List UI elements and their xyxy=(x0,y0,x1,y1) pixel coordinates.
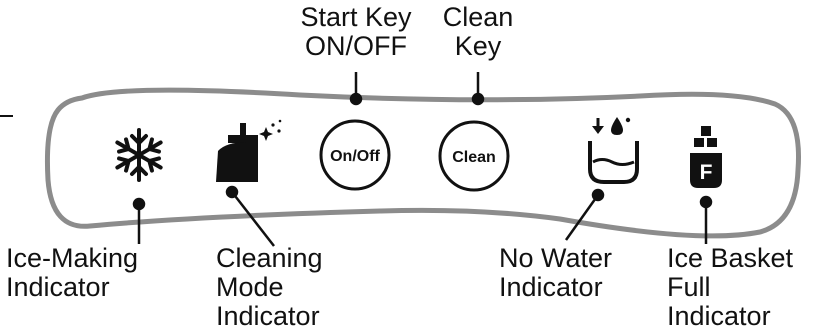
control-panel-outline xyxy=(44,87,802,239)
onoff-button-label: On/Off xyxy=(330,148,380,165)
onoff-button[interactable]: On/Off xyxy=(319,119,391,191)
cleaning-mode-indicator-label: Cleaning Mode Indicator xyxy=(216,243,323,331)
clean-key-label: Clean Key xyxy=(442,2,514,61)
snowflake-icon xyxy=(115,128,163,182)
no-water-indicator-label: No Water Indicator xyxy=(499,243,613,302)
clean-button[interactable]: Clean xyxy=(438,120,510,192)
ice-making-indicator-label: Ice-Making Indicator xyxy=(6,243,139,302)
water-tank-icon xyxy=(588,117,639,184)
brush-sparkle-icon xyxy=(216,119,282,182)
ice-basket-full-indicator-label: Ice Basket Full Indicator xyxy=(667,243,794,331)
ice-basket-letter: F xyxy=(700,161,713,184)
start-key-label: Start Key ON/OFF xyxy=(300,2,412,61)
callout-leaders xyxy=(132,72,713,247)
clean-button-label: Clean xyxy=(452,149,496,166)
ice-basket-full-icon: F xyxy=(690,126,722,188)
